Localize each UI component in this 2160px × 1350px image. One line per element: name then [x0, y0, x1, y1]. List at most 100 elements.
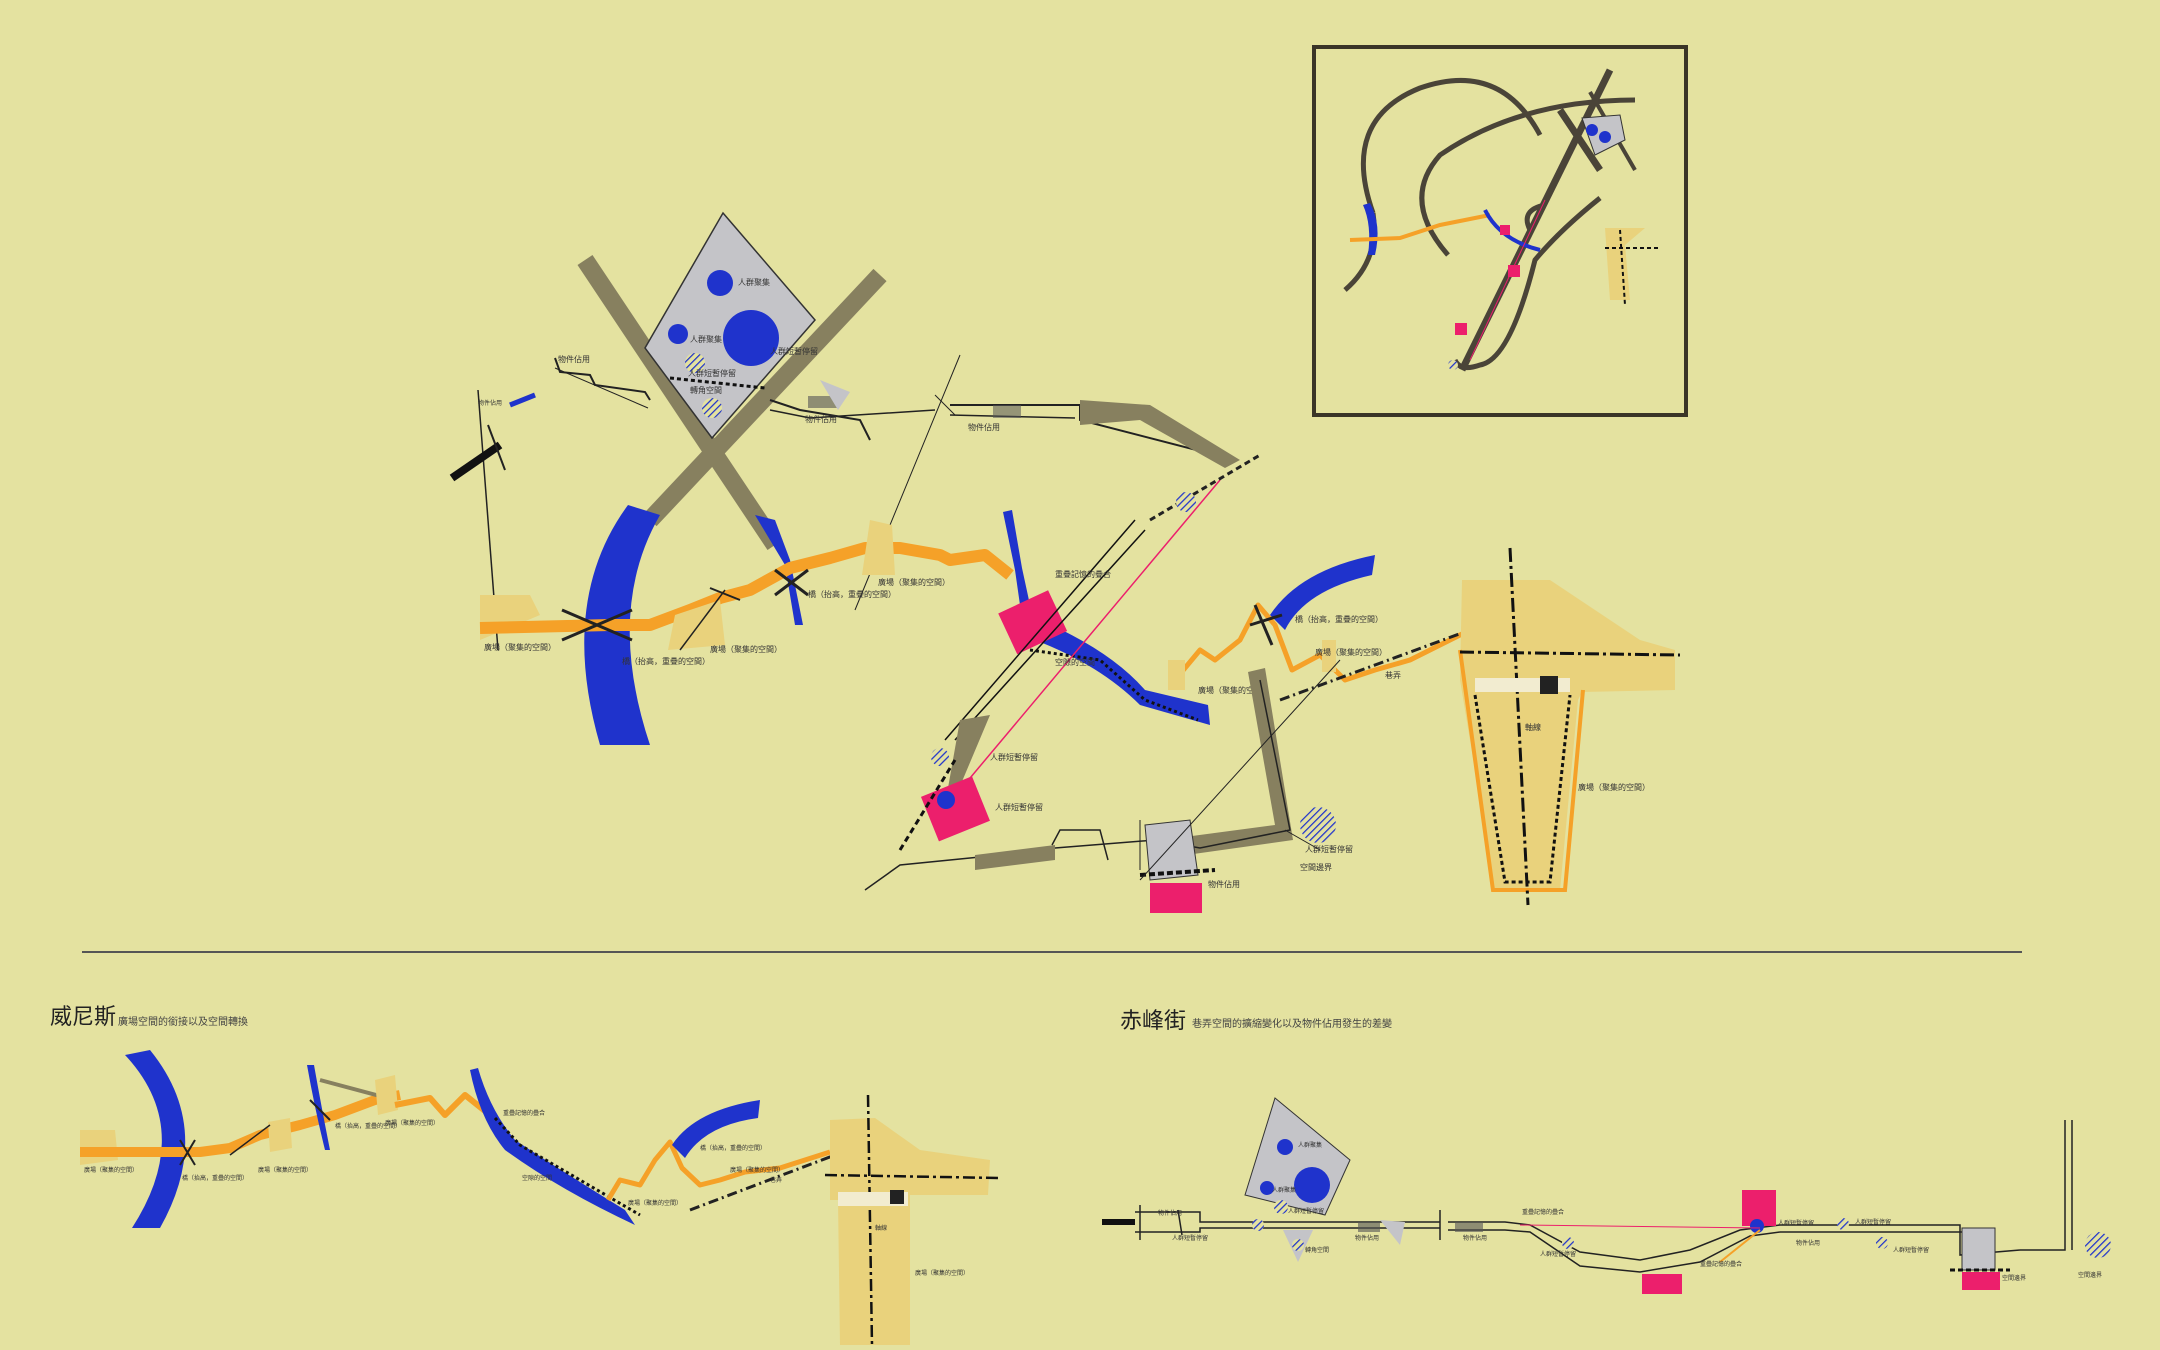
plaza-area — [1460, 580, 1675, 890]
plaza-marker — [1540, 676, 1558, 694]
inset-path — [1349, 213, 1491, 242]
bridge-mark — [561, 608, 633, 642]
hatched-circle — [1292, 1239, 1304, 1251]
crowd-circle — [1260, 1181, 1274, 1195]
plaza-area — [268, 1118, 292, 1152]
street-outline — [864, 679, 1291, 891]
label: 人群聚集 — [738, 277, 770, 287]
bridge-mark — [709, 587, 741, 601]
label: 橋（抬高，重疊的空間） — [1295, 614, 1383, 624]
label: 物件佔用 — [968, 422, 1000, 432]
chifeng-section: 赤峰街 巷弄空間的擴縮變化以及物件佔用發生的差變 人群聚集 人群聚集 人群短暫停… — [1102, 1009, 2111, 1294]
street-outline — [769, 399, 871, 441]
object-block — [993, 405, 1021, 418]
label: 人群短暫停留 — [688, 368, 736, 378]
plaza-area — [1322, 640, 1336, 672]
label: 空隙的空間 — [522, 1174, 552, 1182]
movement-path — [479, 542, 1014, 634]
divider — [1177, 1209, 1183, 1236]
label: 廣場（聚集的空間） — [730, 1166, 784, 1174]
label: 空間邊界 — [1300, 862, 1332, 872]
highlight-block — [1962, 1272, 2000, 1290]
bridge-mark — [1249, 613, 1283, 627]
water-canal — [1270, 555, 1375, 630]
plaza-area — [830, 1118, 990, 1345]
inset-highlight — [1455, 323, 1467, 335]
boundary-dashed — [493, 1116, 641, 1217]
crowd-circle — [937, 791, 955, 809]
crowd-circle — [668, 324, 688, 344]
plaza-marker — [890, 1190, 904, 1204]
plaza-area — [1168, 660, 1185, 690]
movement-path — [1719, 1229, 1761, 1263]
crowd-circle — [1277, 1139, 1293, 1155]
label: 人群短暫停留 — [1778, 1219, 1814, 1227]
street-outline — [1135, 1211, 1440, 1223]
label: 人群短暫停留 — [1893, 1246, 1929, 1254]
highlight-block — [1642, 1274, 1682, 1294]
bridge-mark — [179, 1139, 196, 1166]
venice-subtitle: 廣場空間的銜接以及空間轉換 — [118, 1015, 248, 1028]
label: 空間邊界 — [2078, 1271, 2102, 1279]
street-band — [1080, 400, 1240, 468]
label: 橋（抬高，重疊的空間） — [700, 1144, 766, 1152]
label: 廣場（聚集的空間） — [628, 1199, 682, 1207]
label: 軸線 — [875, 1224, 887, 1232]
axis-dashed — [689, 1153, 836, 1212]
label: 人群短暫停留 — [990, 752, 1038, 762]
label: 廣場（聚集的空間） — [1578, 782, 1650, 792]
inset-frame — [1312, 45, 1688, 417]
water-canal — [672, 1100, 760, 1158]
movement-path — [394, 1092, 492, 1118]
inset-road — [1452, 196, 1602, 371]
inset-axis — [1469, 199, 1546, 361]
divider — [1139, 659, 1341, 881]
axis-red — [1519, 1224, 1761, 1229]
label: 物件佔用 — [805, 414, 837, 424]
street-band — [643, 268, 887, 527]
label: 廣場（聚集的空間） — [385, 1119, 439, 1127]
street-outline — [1051, 829, 1109, 861]
inset-map — [1312, 45, 1688, 417]
label: 物件佔用 — [1355, 1234, 1379, 1242]
movement-path — [605, 1139, 831, 1202]
label: 重疊記憶的疊合 — [1522, 1208, 1564, 1216]
hatched-circle — [1876, 1237, 1888, 1249]
label: 橋（抬高，重疊的空間） — [808, 589, 896, 599]
water-mark — [509, 392, 536, 408]
label: 巷弄 — [770, 1176, 782, 1184]
water-canal — [1003, 510, 1030, 605]
highlight-block — [1150, 883, 1202, 913]
bridge-mark — [309, 1099, 331, 1121]
inset-road — [1557, 108, 1603, 172]
label: 重疊記憶的疊合 — [1055, 569, 1111, 579]
axis-dashed — [1459, 650, 1681, 657]
axis-dashed — [1508, 547, 1530, 906]
inset-crowd — [1586, 124, 1598, 136]
inset-highlight — [1508, 265, 1520, 277]
hatched-circle — [931, 748, 949, 766]
label: 物件佔用 — [1158, 1209, 1182, 1217]
bridge-mark — [1253, 604, 1274, 646]
axis-red — [959, 479, 1221, 791]
hatched-circle — [1837, 1218, 1849, 1230]
divider — [1284, 829, 1321, 851]
label: 人群短暫停留 — [1172, 1234, 1208, 1242]
label: 廣場（聚集的空間） — [915, 1269, 969, 1277]
inset-axis — [1619, 229, 1626, 306]
inset-highlight — [1500, 225, 1510, 235]
main-diagram: 人群聚集 人群聚集 人群短暫停留 人群短暫停留 轉角空間 物件佔用 物件佔用 物… — [449, 211, 1681, 913]
hatched-circle — [685, 353, 705, 373]
axis-dashed — [898, 759, 957, 851]
plaza-edge — [1458, 649, 1585, 892]
street-outline — [554, 367, 649, 409]
inset-water — [1363, 203, 1378, 255]
label: 物件佔用 — [1463, 1234, 1487, 1242]
object-block — [1455, 1222, 1483, 1232]
highlight-block — [998, 590, 1068, 655]
divider — [934, 394, 956, 416]
label: 人群聚集 — [690, 334, 722, 344]
label: 空間邊界 — [2002, 1274, 2026, 1282]
label: 物件佔用 — [558, 354, 590, 364]
label: 巷弄 — [1385, 671, 1401, 680]
